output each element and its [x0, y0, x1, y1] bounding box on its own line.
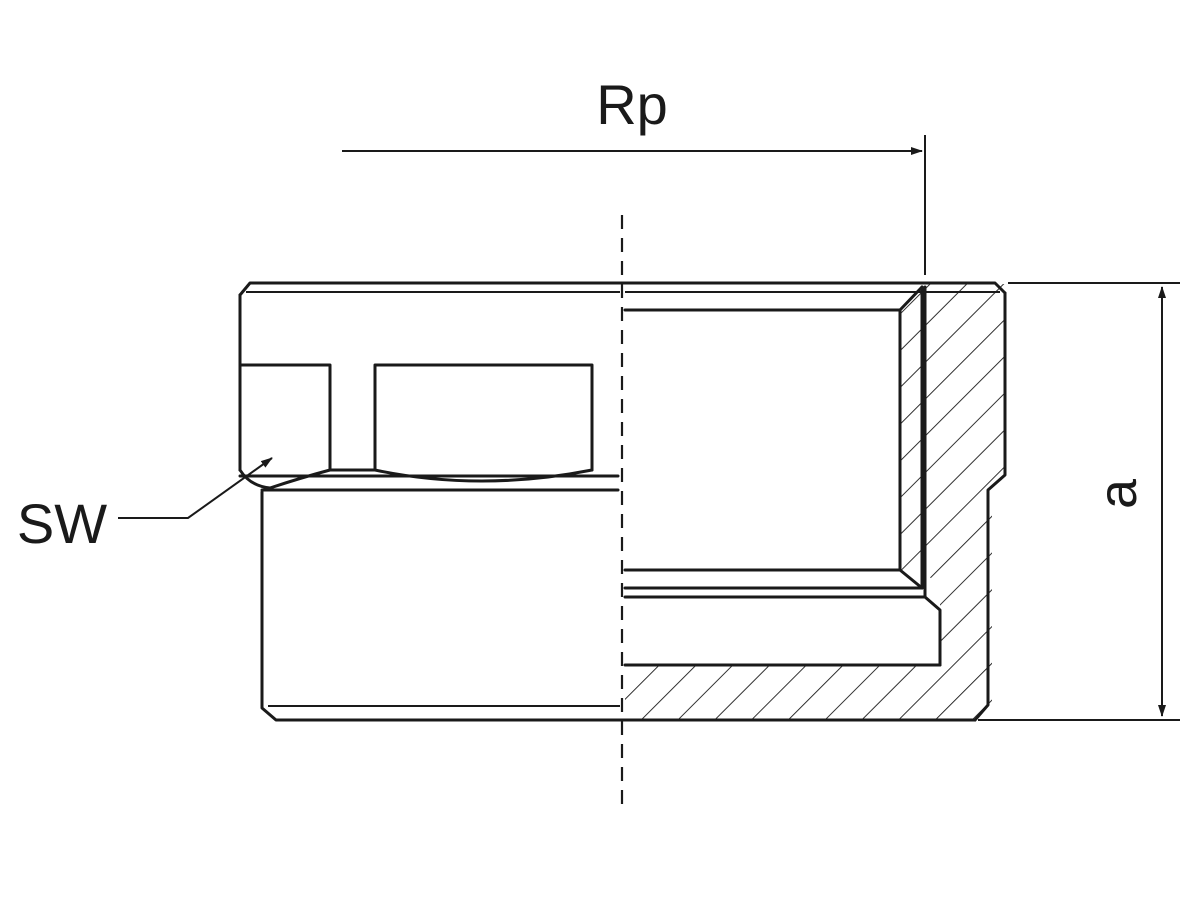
section-hatching [625, 284, 1005, 720]
sw-label: SW [17, 492, 107, 555]
sw-leader [118, 457, 273, 519]
inner-bore [623, 285, 942, 667]
a-label: a [1088, 478, 1148, 509]
hex-flats [238, 363, 620, 492]
rp-dimension [342, 135, 926, 275]
rp-label: Rp [596, 73, 668, 136]
fitting-body-outline [238, 281, 1007, 722]
a-dimension [978, 282, 1180, 721]
